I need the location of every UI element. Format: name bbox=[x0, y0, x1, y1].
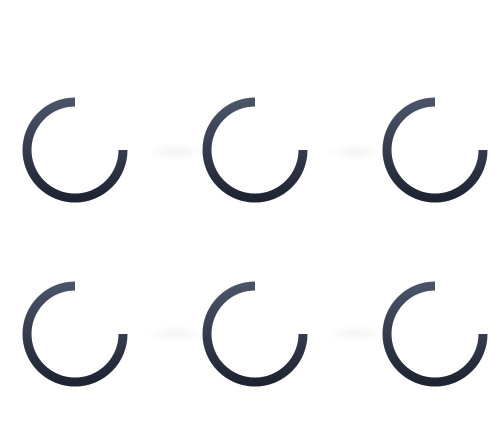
loading-spinner-icon bbox=[380, 95, 490, 205]
loading-spinner-icon bbox=[200, 95, 310, 205]
faint-loading-trace bbox=[147, 325, 205, 343]
loading-spinner-icon bbox=[380, 279, 490, 389]
faint-loading-trace bbox=[147, 143, 205, 161]
loading-spinner-icon bbox=[200, 279, 310, 389]
faint-loading-trace bbox=[327, 143, 385, 161]
faint-loading-trace bbox=[327, 325, 385, 343]
loading-spinner-icon bbox=[20, 279, 130, 389]
loading-spinner-icon bbox=[20, 95, 130, 205]
